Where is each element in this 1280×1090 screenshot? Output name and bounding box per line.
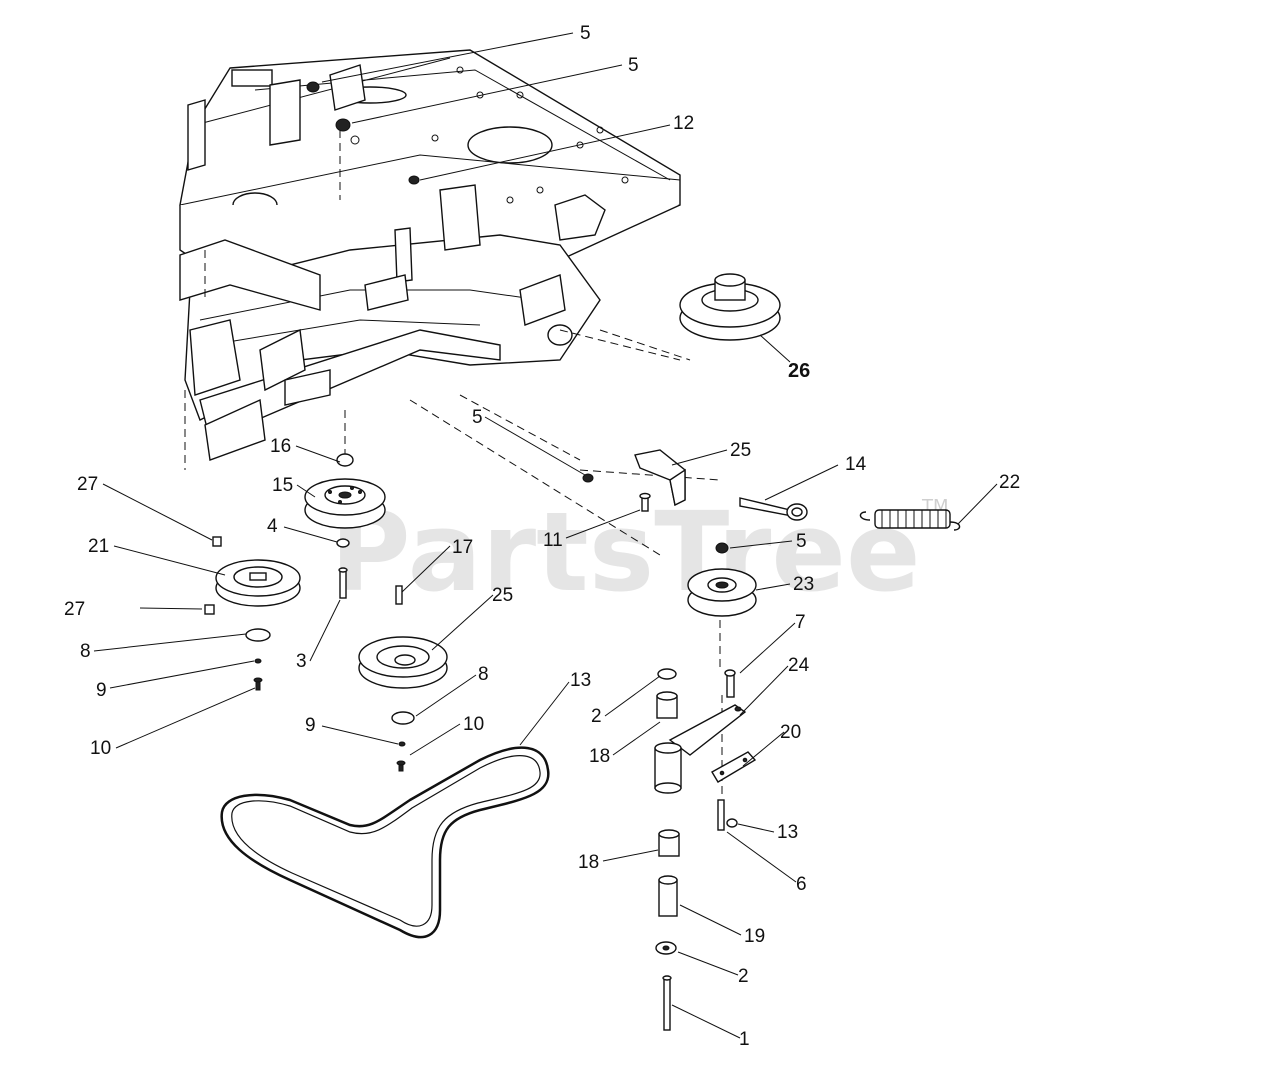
callout-8-right: 8: [478, 664, 489, 685]
callout-16: 16: [270, 436, 291, 457]
chassis-frame: [179, 49, 691, 470]
idler-pulley-23: [687, 568, 757, 617]
callout-7: 7: [795, 612, 806, 633]
watermark-text: PartsTree: [330, 488, 921, 616]
pulley-25b: [358, 636, 448, 689]
callout-8-left: 8: [80, 641, 91, 662]
bracket-25a: [634, 449, 686, 507]
pin-3: [338, 567, 348, 599]
nut-5d: [715, 542, 729, 554]
key-17: [395, 585, 403, 605]
leader-lines: [93, 32, 998, 1039]
washer-4: [336, 538, 350, 548]
callout-12: 12: [673, 113, 694, 134]
washer-8b: [391, 711, 415, 725]
callout-25-upper: 25: [730, 440, 751, 461]
callout-4: 4: [267, 516, 278, 537]
callout-15: 15: [272, 475, 293, 496]
callout-13-nut: 13: [777, 822, 798, 843]
bolt-7: [724, 669, 736, 698]
callout-5-idler: 5: [796, 531, 807, 552]
callout-2-lower: 2: [738, 966, 749, 987]
lockwasher-9b: [398, 741, 406, 747]
bolt-1: [662, 975, 672, 1031]
callout-1: 1: [739, 1029, 750, 1050]
lockwasher-9a: [254, 658, 262, 664]
callout-5-second: 5: [628, 55, 639, 76]
belt-13: [220, 746, 550, 939]
spring-22: [859, 509, 961, 531]
callout-5-mid: 5: [472, 407, 483, 428]
bolt-11: [639, 492, 651, 512]
bushing-18b: [658, 829, 680, 857]
plate-20: [711, 751, 757, 783]
washer-2a: [657, 668, 677, 680]
callout-24: 24: [788, 655, 810, 676]
callout-21: 21: [88, 536, 109, 557]
callout-26: 26: [788, 360, 810, 382]
callout-27-upper: 27: [77, 474, 98, 495]
nut-12: [408, 175, 420, 185]
callout-18-upper: 18: [589, 746, 610, 767]
callout-18-lower: 18: [578, 852, 599, 873]
watermark: PartsTree TM: [330, 488, 949, 616]
callout-5-top: 5: [580, 23, 591, 44]
pulley-21: [215, 559, 301, 607]
rod-14: [739, 497, 808, 521]
callout-10-right: 10: [463, 714, 484, 735]
bolt-6: [717, 799, 725, 831]
callout-2-upper: 2: [591, 706, 602, 727]
callout-14: 14: [845, 454, 867, 475]
nut-5c: [582, 473, 594, 483]
setscrew-27b: [204, 604, 215, 615]
callout-20: 20: [780, 722, 801, 743]
pulley-26: [679, 273, 781, 341]
callout-17: 17: [452, 537, 473, 558]
callout-3: 3: [296, 651, 307, 672]
screw-10b: [396, 760, 406, 772]
pulley-15: [304, 453, 386, 529]
callout-22: 22: [999, 472, 1020, 493]
callout-labels: 5 5 12 26 5 25 14 22 16 15 27 4 17 11 5 …: [64, 23, 1020, 1050]
washer-8a: [245, 628, 271, 642]
callout-19: 19: [744, 926, 765, 947]
callout-9-right: 9: [305, 715, 316, 736]
callout-25-lower: 25: [492, 585, 513, 606]
nut-13: [726, 818, 738, 828]
washer-2b: [655, 941, 677, 955]
nut-5a: [306, 81, 320, 93]
idler-arm-24: [654, 704, 747, 794]
callout-23: 23: [793, 574, 814, 595]
nut-5b: [335, 118, 351, 132]
callout-11: 11: [543, 530, 563, 551]
bushing-18a: [656, 691, 678, 719]
callout-10-left: 10: [90, 738, 111, 759]
screw-10a: [253, 677, 263, 691]
callout-13-belt: 13: [570, 670, 591, 691]
callout-27-lower: 27: [64, 599, 85, 620]
sleeve-19: [658, 875, 678, 917]
callout-9-left: 9: [96, 680, 107, 701]
setscrew-27a: [212, 536, 222, 547]
callout-6: 6: [796, 874, 807, 895]
